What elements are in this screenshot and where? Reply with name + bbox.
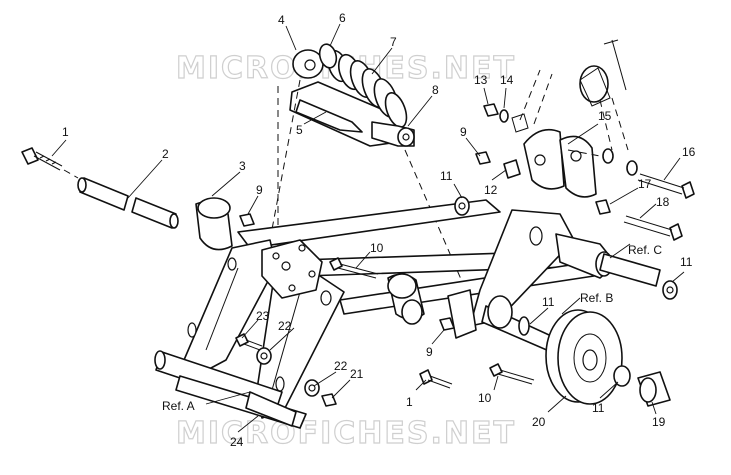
callout-23: 23 xyxy=(256,309,270,323)
bolt-10-upper xyxy=(329,257,379,279)
shock-absorber xyxy=(289,43,415,147)
ref-b-label: Ref. B xyxy=(580,291,613,305)
spacer-19 xyxy=(637,371,671,407)
callout-9-left: 9 xyxy=(256,183,263,197)
bolt-16 xyxy=(637,173,695,199)
bolt-18 xyxy=(623,215,683,241)
spacer-17 xyxy=(595,199,611,215)
callout-1-top: 1 xyxy=(62,125,69,139)
spacer-12 xyxy=(503,159,521,179)
callout-11-wheel: 11 xyxy=(592,401,605,415)
wheel-20 xyxy=(545,309,623,405)
washer-14 xyxy=(499,109,509,123)
callout-6: 6 xyxy=(339,11,346,25)
upper-shaft-stub xyxy=(579,39,629,151)
callout-5: 5 xyxy=(296,123,303,137)
callout-2: 2 xyxy=(162,147,169,161)
callout-7: 7 xyxy=(390,35,397,49)
bushing-3 xyxy=(195,197,233,251)
watermark-bottom: MICROFICHES.NET xyxy=(176,416,516,451)
bolt-1-top xyxy=(21,147,63,171)
callout-13: 13 xyxy=(474,73,488,87)
callout-8: 8 xyxy=(432,83,439,97)
spacer-tube-2 xyxy=(77,177,179,229)
callout-16: 16 xyxy=(682,145,696,159)
callout-9-lower: 9 xyxy=(426,345,433,359)
bracket-15 xyxy=(523,128,597,198)
callout-20: 20 xyxy=(532,415,546,429)
bolt-23 xyxy=(235,333,263,351)
leader-lines xyxy=(51,23,685,433)
callout-19: 19 xyxy=(652,415,666,429)
callout-15: 15 xyxy=(598,109,612,123)
callout-3: 3 xyxy=(239,159,246,173)
reference-labels: Ref. A Ref. B Ref. C xyxy=(162,243,662,413)
callout-10-upper: 10 xyxy=(370,241,384,255)
nut-13 xyxy=(483,103,499,117)
callout-22-lower: 22 xyxy=(334,359,348,373)
washer-11-wheel xyxy=(613,365,631,387)
callout-18: 18 xyxy=(656,195,670,209)
callout-labels: 1 2 3 4 6 5 7 8 9 9 9 10 10 11 11 11 11 … xyxy=(62,11,696,449)
bolt-1-lower xyxy=(419,369,453,389)
center-bushing xyxy=(387,273,425,325)
washer-16-side xyxy=(626,160,638,176)
ref-a-label: Ref. A xyxy=(162,399,195,413)
callout-12: 12 xyxy=(484,183,498,197)
callout-1-lower: 1 xyxy=(406,395,413,409)
nut-9-lower xyxy=(439,317,455,331)
callout-17: 17 xyxy=(638,177,652,191)
callout-11-left: 11 xyxy=(440,169,453,183)
callout-24: 24 xyxy=(230,435,244,449)
bolt-10-lower xyxy=(489,363,535,385)
ref-c-label: Ref. C xyxy=(628,243,662,257)
axle-assembly xyxy=(481,295,561,355)
callout-11-refc: 11 xyxy=(680,255,693,269)
callout-21: 21 xyxy=(350,367,364,381)
callout-4: 4 xyxy=(278,13,285,27)
callout-10-lower: 10 xyxy=(478,391,492,405)
callout-11-axle: 11 xyxy=(542,295,555,309)
callout-22-upper: 22 xyxy=(278,319,292,333)
pivot-bracket xyxy=(447,289,477,339)
callout-14: 14 xyxy=(500,73,514,87)
callout-9-upper: 9 xyxy=(460,125,467,139)
nut-9-left xyxy=(239,213,255,227)
